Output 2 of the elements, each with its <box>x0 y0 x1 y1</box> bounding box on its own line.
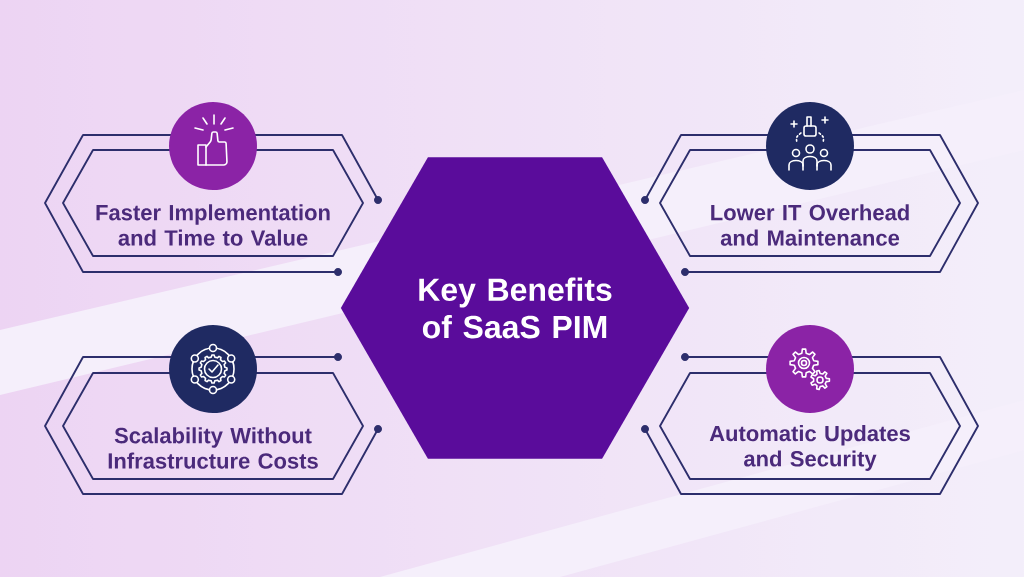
hexagon: Key Benefits of SaaS PIM <box>340 157 690 459</box>
hexagon-card: Automatic Updates and Security <box>659 372 961 480</box>
